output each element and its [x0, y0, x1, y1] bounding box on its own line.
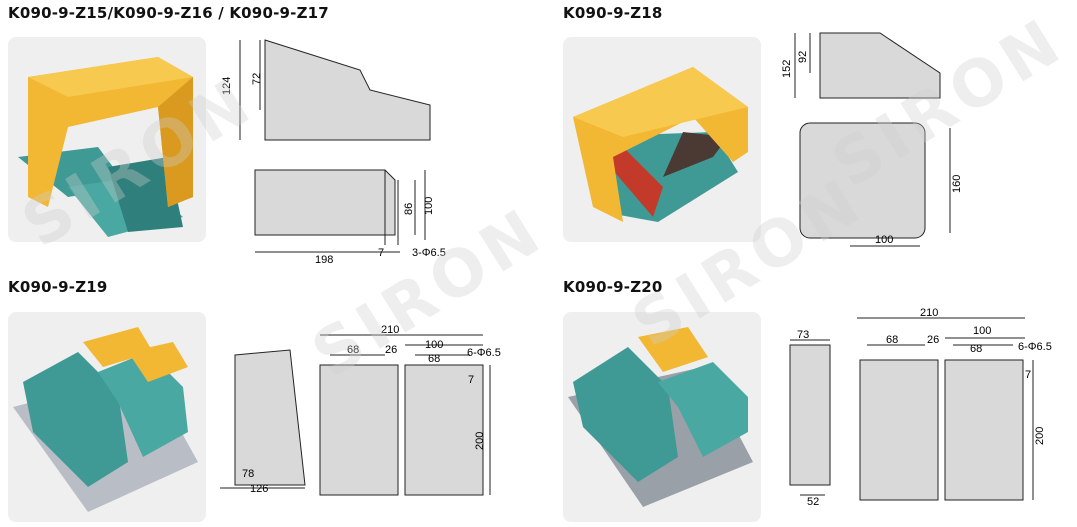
teal-housing-1	[23, 352, 128, 487]
dim-100: 100	[425, 339, 443, 351]
dim-26: 26	[385, 344, 397, 356]
side-view-outline	[789, 344, 831, 486]
dim-86: 86	[403, 203, 415, 215]
drawing-z18: 152 92 160 100	[781, 32, 963, 247]
dim-holes: 3-Φ6.5	[412, 247, 446, 259]
dim-7: 7	[378, 247, 384, 259]
side-view-outline	[819, 32, 941, 99]
yellow-guard-2	[128, 342, 188, 382]
dim-68-right: 68	[428, 353, 440, 365]
dim-200: 200	[474, 432, 486, 450]
foot-switch-single-yellow-image	[18, 57, 193, 237]
title-z20: K090-9-Z20	[563, 278, 663, 296]
right-unit-outline	[404, 364, 484, 496]
dim-198: 198	[315, 254, 333, 266]
dim-holes: 6-Φ6.5	[467, 347, 501, 359]
dim-124: 124	[221, 77, 233, 95]
dim-210: 210	[920, 307, 938, 319]
dim-210: 210	[381, 324, 399, 336]
dim-68-right: 68	[970, 343, 982, 355]
dim-68-left: 68	[347, 344, 359, 356]
dim-73: 73	[797, 329, 809, 341]
dim-100: 100	[423, 197, 435, 215]
dim-holes: 6-Φ6.5	[1018, 341, 1052, 353]
left-unit-outline	[859, 359, 939, 501]
teal-housing-2	[98, 352, 188, 457]
title-z19: K090-9-Z19	[8, 278, 108, 296]
dim-7: 7	[1025, 369, 1031, 381]
title-z18: K090-9-Z18	[563, 4, 663, 22]
yellow-guard	[638, 327, 708, 372]
black-pedal	[663, 132, 728, 177]
foot-switch-double-pedal-image	[573, 67, 748, 222]
pedal-side	[108, 157, 183, 232]
dim-100: 100	[973, 325, 991, 337]
dim-160: 160	[951, 175, 963, 193]
foot-switch-twin-image	[13, 327, 198, 512]
drawing-z19: 78 126 210 100 68 26 68 6-Φ6.5 7 200	[220, 324, 501, 496]
teal-housing-1	[573, 347, 678, 482]
dim-26: 26	[927, 334, 939, 346]
drawing-z15: 124 72 86 100 198 7 3-Φ6.5	[221, 39, 446, 266]
product-photo-z19	[8, 312, 206, 522]
product-photo-z18	[563, 37, 761, 242]
product-photo-z20	[563, 312, 761, 522]
dim-72: 72	[251, 73, 263, 85]
guard-side	[158, 77, 193, 207]
dim-68-left: 68	[886, 334, 898, 346]
product-photo-z15	[8, 37, 206, 242]
right-unit-outline	[944, 359, 1024, 501]
dim-100: 100	[875, 234, 893, 246]
dim-152: 152	[781, 60, 793, 78]
guard-top	[573, 67, 748, 137]
dim-7: 7	[468, 374, 474, 386]
teal-housing-2	[658, 362, 748, 457]
side-view-outline	[264, 39, 431, 141]
side-view-outline	[234, 349, 306, 486]
drawing-z20: 73 52 210 68 26 100 68 6-Φ6.5 7 200	[789, 307, 1052, 508]
guard-top	[28, 57, 193, 97]
title-z15-z17: K090-9-Z15/K090-9-Z16 / K090-9-Z17	[8, 4, 329, 22]
dim-92: 92	[797, 51, 809, 63]
dim-200: 200	[1034, 427, 1046, 445]
foot-switch-twin-single-guard-image	[568, 327, 753, 507]
front-view-outline	[799, 122, 926, 239]
top-view-outline	[254, 169, 396, 236]
dim-52: 52	[807, 496, 819, 508]
left-unit-outline	[319, 364, 399, 496]
dim-126: 126	[250, 483, 268, 495]
dim-78: 78	[242, 468, 254, 480]
